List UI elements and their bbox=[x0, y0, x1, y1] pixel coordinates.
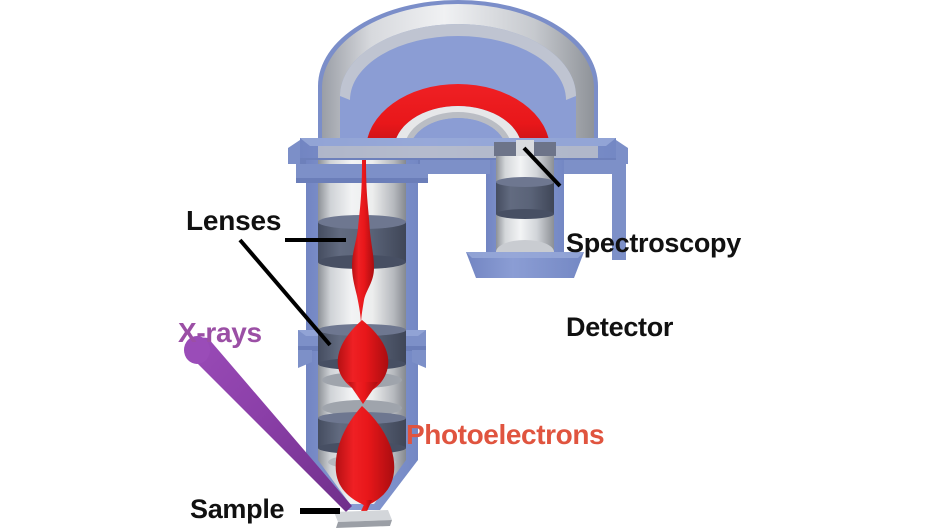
sample-plate bbox=[334, 510, 392, 528]
detector-cap-right bbox=[534, 142, 556, 156]
beam-lobe-lower bbox=[335, 406, 395, 506]
detector-dark-band bbox=[496, 182, 554, 214]
label-spectroscopy-line2: Detector bbox=[566, 312, 674, 343]
sample-edge bbox=[336, 520, 392, 528]
spectroscopy-detector-tube bbox=[420, 140, 626, 278]
hemispherical-analyzer bbox=[288, 0, 628, 178]
label-sample: Sample bbox=[190, 494, 285, 524]
detector-support-arm bbox=[420, 160, 490, 174]
x-ray-cone bbox=[184, 336, 352, 512]
label-xrays: X-rays bbox=[178, 317, 262, 348]
label-spectroscopy-detector: Spectroscopy Detector bbox=[566, 173, 741, 398]
analyzer-cut-edge bbox=[340, 24, 576, 101]
leader-lenses-lower bbox=[238, 238, 332, 347]
beam-crossover bbox=[348, 382, 378, 404]
analyzer-flange-right-step bbox=[616, 140, 628, 164]
photoelectron-trajectory bbox=[335, 160, 395, 518]
xray-cone-aperture bbox=[184, 336, 210, 364]
xray-cone-body bbox=[186, 337, 352, 512]
detector-band-top bbox=[496, 177, 554, 187]
detector-flange-highlight bbox=[466, 252, 584, 258]
detector-support-arm-right bbox=[564, 160, 626, 174]
leader-lines bbox=[238, 146, 562, 514]
column-mid-flange-right-leg bbox=[412, 350, 426, 368]
label-spectroscopy-line1: Spectroscopy bbox=[566, 228, 741, 259]
electron-arc-outer bbox=[366, 84, 550, 150]
detector-band-bottom bbox=[496, 209, 554, 219]
analyzer-flange-top-highlight bbox=[300, 138, 616, 146]
column-mid-flange-left-leg bbox=[298, 350, 312, 368]
beam-upper-segment bbox=[352, 160, 374, 326]
label-photoelectrons: Photoelectrons bbox=[406, 419, 605, 450]
detector-right-post bbox=[612, 160, 626, 260]
detector-base-flange bbox=[466, 252, 584, 278]
inner-hemisphere-electrode bbox=[394, 106, 522, 150]
analyzer-flange-left-step bbox=[288, 140, 300, 164]
leader-detector bbox=[522, 146, 562, 188]
label-lenses: Lenses bbox=[186, 205, 282, 236]
sample-surface bbox=[334, 510, 392, 522]
beam-lobe-mid bbox=[337, 320, 389, 394]
inner-hemisphere-shade bbox=[404, 112, 512, 150]
detector-cap-left bbox=[494, 142, 516, 156]
